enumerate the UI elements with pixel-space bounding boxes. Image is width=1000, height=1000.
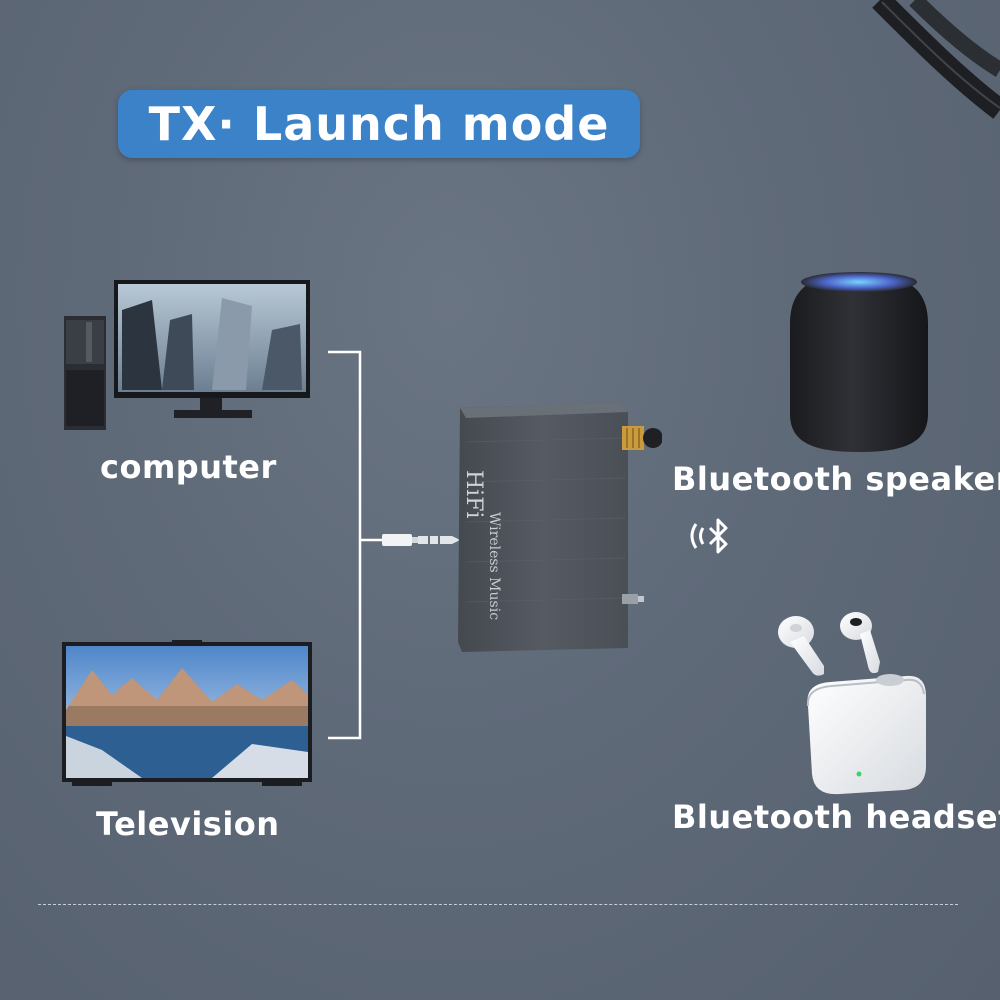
source-label-computer: computer xyxy=(100,448,277,486)
mode-title: TX· Launch mode xyxy=(148,97,610,151)
output-label-speaker: Bluetooth speaker xyxy=(672,460,1000,498)
smart-speaker-icon xyxy=(790,272,928,452)
device-brand: HiFi xyxy=(461,470,486,519)
output-label-headset: Bluetooth headset xyxy=(672,798,1000,836)
computer-icon xyxy=(64,280,310,430)
connector-lines xyxy=(328,350,382,740)
device-subtitle: Wireless Music xyxy=(486,512,502,621)
television-icon xyxy=(62,640,312,786)
earbuds-icon xyxy=(778,612,926,795)
cable-decoration xyxy=(872,0,1000,119)
aux-cable-icon xyxy=(382,534,460,546)
mode-title-badge: TX· Launch mode xyxy=(118,90,640,158)
bluetooth-transmitter-icon xyxy=(458,402,662,652)
source-label-television: Television xyxy=(96,805,280,843)
bluetooth-icon xyxy=(690,518,728,554)
dashed-divider xyxy=(38,904,958,905)
